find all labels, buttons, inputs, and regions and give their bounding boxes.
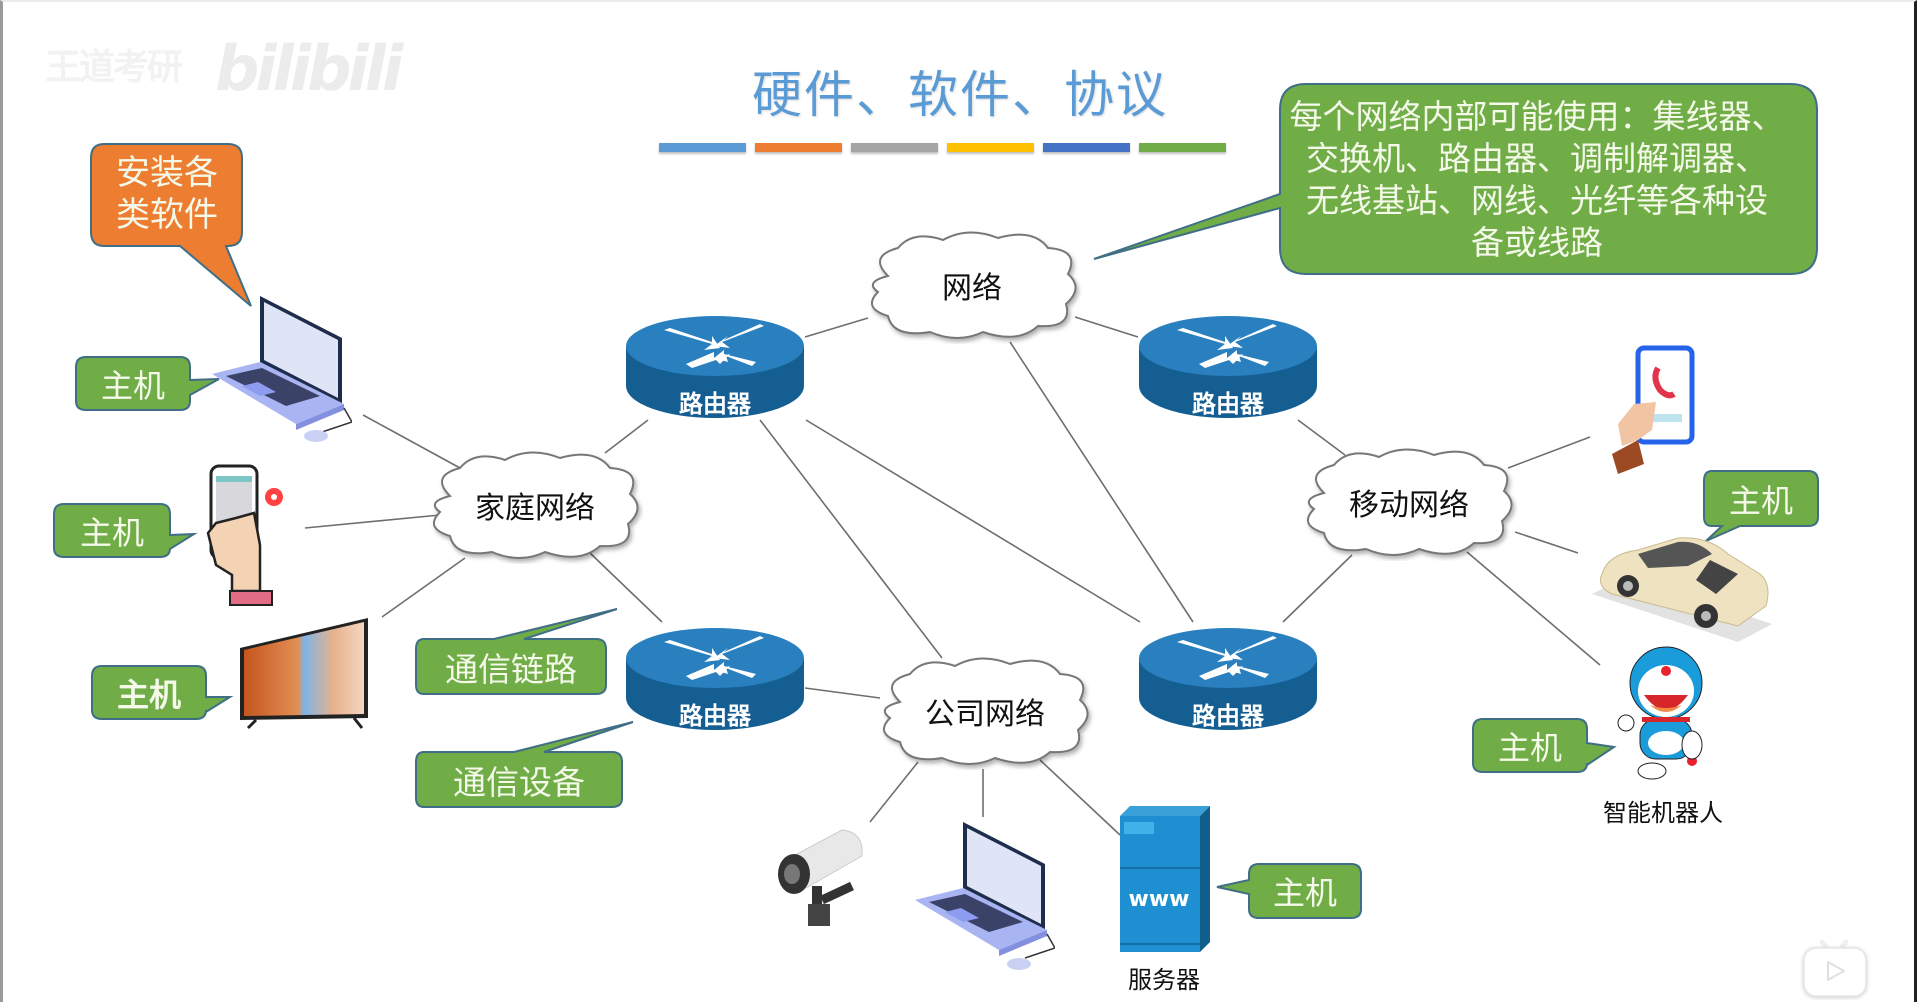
link-mobile-car <box>1514 531 1579 554</box>
server-www-label: www <box>1128 887 1190 912</box>
host-callout-tv <box>91 665 234 720</box>
server: www <box>1118 804 1214 954</box>
phone-hand-icon <box>206 464 283 606</box>
slide-title: 硬件、软件、协议 <box>752 66 1168 124</box>
cloud-icon <box>870 231 1077 339</box>
router-bottom-left: 路由器 <box>624 626 806 734</box>
router-label: 路由器 <box>1192 390 1264 418</box>
link-internet-router-tr <box>1074 316 1139 338</box>
link-router-tl-internet <box>804 317 869 338</box>
cloud-company: 公司网络 <box>870 652 1100 770</box>
bilibili-logo: bilibili <box>215 32 403 105</box>
link-company-server <box>1039 759 1121 836</box>
router-icon <box>626 628 804 730</box>
router-bottom-right: 路由器 <box>1137 626 1319 734</box>
host-callout-car <box>1703 470 1819 542</box>
tv-icon <box>240 618 368 730</box>
cloud-internet-label: 网络 <box>942 271 1002 306</box>
divider-bar <box>1139 143 1226 152</box>
host-callout-laptop <box>75 356 220 411</box>
router-label: 路由器 <box>1192 702 1264 730</box>
channel-watermark: 王道考研 <box>45 47 183 88</box>
link-mobile-robot <box>1466 551 1601 666</box>
bilibili-tv-play-icon[interactable] <box>1800 930 1870 1000</box>
comm-link-callout <box>415 608 618 695</box>
divider-bar <box>1043 143 1130 152</box>
cloud-mobile: 移动网络 <box>1294 443 1524 561</box>
laptop-icon <box>212 296 352 442</box>
comm-link-label: 通信链路 <box>445 650 577 689</box>
host-callout-server <box>1216 863 1362 919</box>
router-top-left: 路由器 <box>624 314 806 422</box>
link-router-bl-company <box>804 687 881 699</box>
callout-line: 类软件 <box>116 195 218 235</box>
divider-bar <box>755 143 842 152</box>
host-label-tv: 主机 <box>116 675 181 714</box>
install-software-callout <box>90 143 252 307</box>
router-icon <box>1139 316 1317 418</box>
router-icon <box>626 316 804 418</box>
callout-line: 无线基站、网线、光纤等各种设 <box>1306 181 1768 220</box>
host-callout-phone <box>53 503 198 558</box>
host-label-phone: 主机 <box>79 513 144 552</box>
car-icon <box>1592 537 1772 642</box>
server-label: 服务器 <box>1128 966 1200 994</box>
divider-bar <box>659 143 746 152</box>
link-internet-router-br <box>1009 341 1194 623</box>
link-home-router-bl <box>589 552 663 623</box>
callout-line: 交换机、路由器、调制解调器、 <box>1306 139 1768 178</box>
router-label: 路由器 <box>679 702 751 730</box>
link-phone-home <box>304 514 441 529</box>
robot-label: 智能机器人 <box>1603 799 1723 827</box>
router-label: 路由器 <box>679 390 751 418</box>
comm-device-label: 通信设备 <box>453 763 585 802</box>
robot-doraemon-icon <box>1617 646 1703 780</box>
host-callout-robot <box>1472 718 1617 773</box>
host-label-server: 主机 <box>1272 874 1337 912</box>
cloud-icon <box>882 657 1089 765</box>
mobile-phone-icon <box>1612 345 1695 474</box>
link-company-camera <box>869 761 919 823</box>
host-label-laptop: 主机 <box>100 366 165 405</box>
divider-bar <box>851 143 938 152</box>
network-devices-text: 每个网络内部可能使用：集线器、 交换机、路由器、调制解调器、 无线基站、网线、光… <box>1262 88 1812 272</box>
server-icon <box>1120 806 1210 952</box>
link-router-tl-router-br <box>805 419 1141 623</box>
link-router-br-mobile <box>1282 554 1353 623</box>
link-router-tl-company <box>759 419 943 659</box>
router-top-right: 路由器 <box>1137 314 1319 422</box>
cloud-icon <box>1306 448 1513 556</box>
cloud-icon <box>432 451 639 559</box>
router-icon <box>1139 628 1317 730</box>
link-laptop-home <box>362 414 461 469</box>
link-mobile-phone <box>1507 436 1591 469</box>
callout-line: 安装各 <box>116 153 218 193</box>
cloud-company-label: 公司网络 <box>925 697 1045 732</box>
link-tv-home <box>381 557 466 618</box>
divider-bar <box>947 143 1034 152</box>
cloud-home: 家庭网络 <box>420 446 650 564</box>
install-software-text: 安装各 类软件 <box>92 146 242 242</box>
laptop-icon <box>915 822 1055 970</box>
camera-icon <box>778 829 863 926</box>
comm-device-callout <box>415 721 634 808</box>
host-label-car: 主机 <box>1728 481 1793 520</box>
host-label-robot: 主机 <box>1497 728 1562 767</box>
cloud-home-label: 家庭网络 <box>475 491 595 526</box>
cloud-mobile-label: 移动网络 <box>1349 488 1469 523</box>
color-divider <box>659 143 1226 152</box>
link-home-router-tl <box>604 419 649 454</box>
link-router-tr-mobile <box>1297 419 1346 456</box>
network-devices-callout <box>1093 83 1818 275</box>
callout-line: 每个网络内部可能使用：集线器、 <box>1289 97 1785 136</box>
callout-line: 备或线路 <box>1471 223 1603 262</box>
cloud-internet: 网络 <box>858 226 1086 344</box>
